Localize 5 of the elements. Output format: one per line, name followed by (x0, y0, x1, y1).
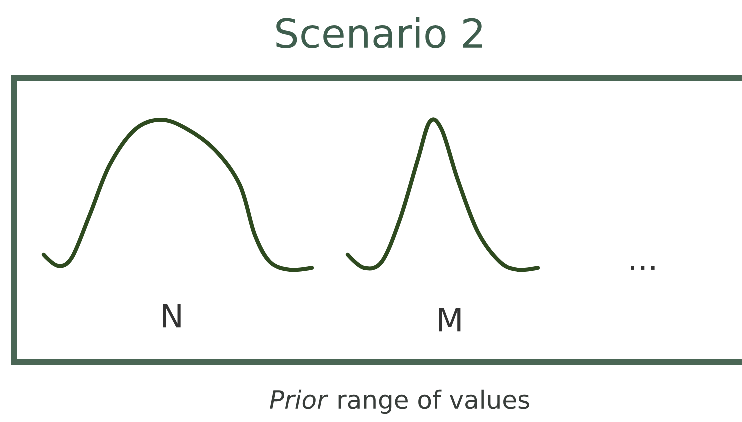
curve-label: M (439, 308, 461, 332)
curve-label: N (163, 304, 181, 328)
curve-label: ... (631, 266, 655, 270)
caption: Prior range of values (270, 390, 530, 414)
title: Scenario 2 (276, 18, 482, 48)
